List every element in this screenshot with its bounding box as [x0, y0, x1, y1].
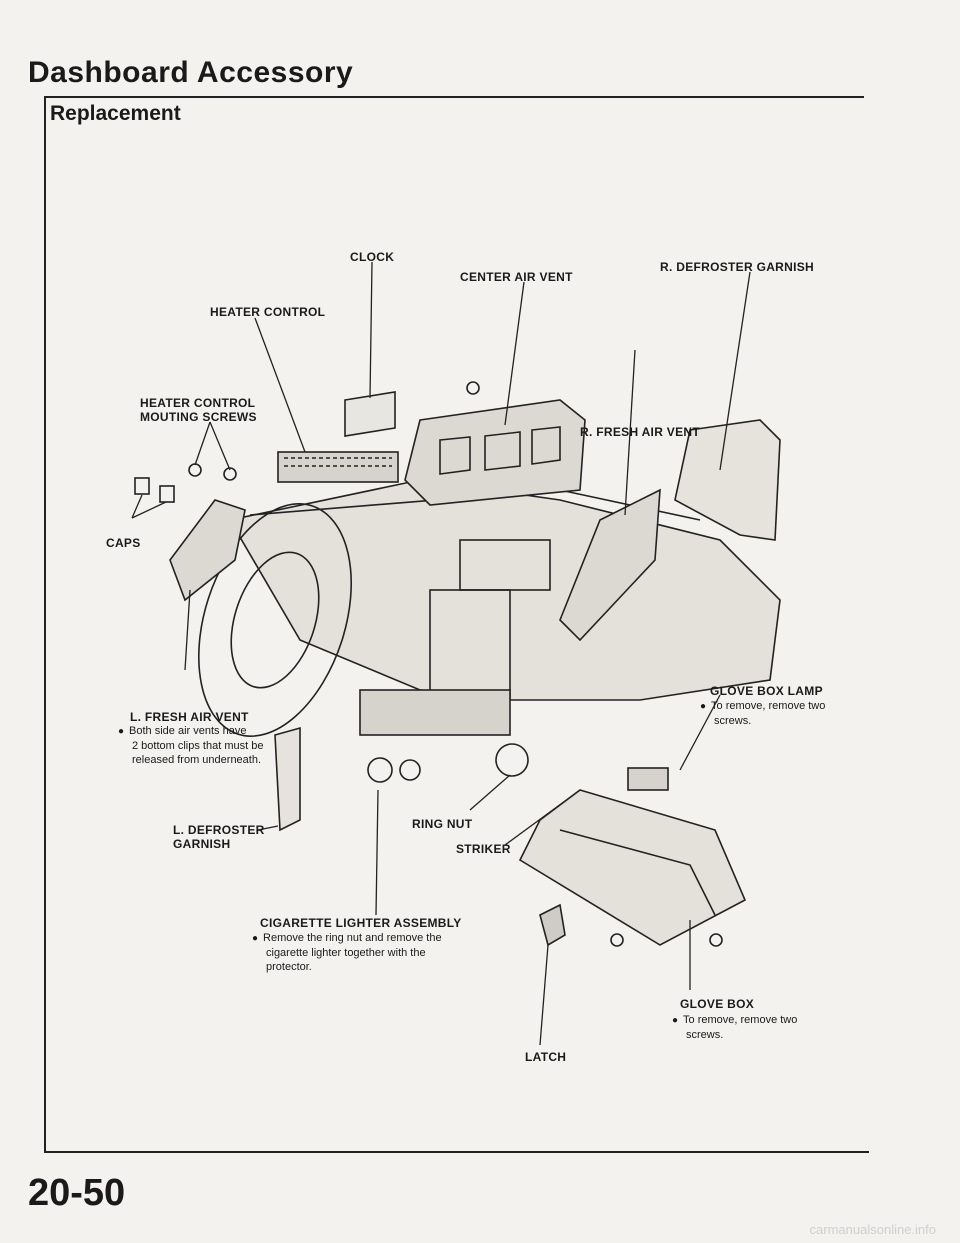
label-cigarette-lighter: CIGARETTE LIGHTER ASSEMBLY [260, 916, 462, 930]
label-clock: CLOCK [350, 250, 395, 264]
leader-center-air-vent [504, 281, 525, 426]
note-glove-box-line-2: screws. [686, 1029, 724, 1041]
note-glove-box-line-1: To remove, remove two [672, 1014, 797, 1026]
label-l-defroster-garnish-1: L. DEFROSTER [173, 823, 265, 837]
cigarette-lighter-part [367, 757, 393, 783]
label-l-fresh-air-vent: L. FRESH AIR VENT [130, 710, 249, 724]
note-glove-box-lamp: To remove, remove two screws. [700, 699, 825, 728]
note-l-fresh-air-vent-line-2: 2 bottom clips that must be [132, 740, 264, 752]
steering-wheel-inner [230, 551, 320, 689]
label-r-defroster-garnish: R. DEFROSTER GARNISH [660, 260, 815, 274]
leader-r-fresh-air-vent [624, 349, 636, 516]
latch-part [539, 903, 566, 947]
note-cigarette-lighter-line-2: cigarette lighter together with the [266, 947, 426, 959]
section-rule-bottom [44, 1151, 869, 1153]
leader-glove-box-lamp [679, 694, 721, 771]
ring-nut-part [495, 743, 529, 777]
label-glove-box: GLOVE BOX [680, 997, 755, 1011]
note-cigarette-lighter-line-3: protector. [266, 961, 312, 973]
cap-right [159, 485, 175, 503]
cigarette-lighter-socket [399, 759, 421, 781]
leader-l-defroster [257, 825, 279, 831]
leader-clock [369, 261, 373, 399]
switch-panel [359, 689, 511, 736]
leader-latch [539, 944, 549, 1046]
label-latch: LATCH [525, 1050, 567, 1064]
note-l-fresh-air-vent-line-1: Both side air vents have [118, 725, 246, 737]
label-ring-nut: RING NUT [412, 817, 473, 831]
heater-control-unit [277, 451, 399, 483]
section-title: Replacement [50, 102, 187, 126]
page-title: Dashboard Accessory [28, 56, 354, 89]
section-rule-left [44, 96, 46, 1151]
leader-cigarette-lighter [375, 789, 379, 916]
label-heater-control-screws-2: MOUTING SCREWS [140, 410, 257, 424]
glove-box-lamp-part [627, 767, 669, 791]
leader-r-defroster [719, 271, 751, 471]
label-striker: STRIKER [456, 842, 511, 856]
label-center-air-vent: CENTER AIR VENT [460, 270, 573, 284]
note-glove-box: To remove, remove two screws. [672, 1013, 797, 1042]
note-glove-box-lamp-line-2: screws. [714, 715, 752, 727]
label-l-defroster-garnish-2: GARNISH [173, 837, 231, 851]
leader-heater-screws [194, 421, 231, 471]
leader-l-fresh-air-vent [184, 589, 191, 671]
leader-heater-control [254, 317, 306, 453]
note-glove-box-lamp-line-1: To remove, remove two [700, 700, 825, 712]
center-air-vent-unit [404, 399, 586, 506]
clock-unit [344, 391, 396, 437]
section-rule-top [44, 96, 864, 98]
note-l-fresh-air-vent-line-3: released from underneath. [132, 754, 262, 766]
r-defroster-garnish-unit [674, 419, 781, 541]
label-heater-control: HEATER CONTROL [210, 305, 326, 319]
instrument-opening [459, 539, 551, 591]
r-fresh-air-vent-unit [559, 488, 661, 642]
note-cigarette-lighter: Remove the ring nut and remove the cigar… [252, 931, 442, 974]
cap-left [134, 477, 150, 495]
note-cigarette-lighter-line-1: Remove the ring nut and remove the [252, 932, 442, 944]
leader-ring-nut [469, 774, 511, 811]
steering-wheel [197, 503, 353, 737]
label-heater-control-screws-1: HEATER CONTROL [140, 396, 256, 410]
l-fresh-air-vent-unit [169, 499, 246, 602]
label-caps: CAPS [106, 536, 141, 550]
label-glove-box-lamp: GLOVE BOX LAMP [710, 684, 823, 698]
page-number: 20-50 [28, 1172, 126, 1214]
watermark: carmanualsonline.info [809, 1222, 936, 1237]
note-l-fresh-air-vent: Both side air vents have 2 bottom clips … [118, 724, 263, 767]
l-defroster-garnish-unit [274, 726, 301, 832]
label-r-fresh-air-vent: R. FRESH AIR VENT [580, 425, 700, 439]
leader-striker [504, 789, 581, 846]
leader-caps [131, 494, 167, 519]
